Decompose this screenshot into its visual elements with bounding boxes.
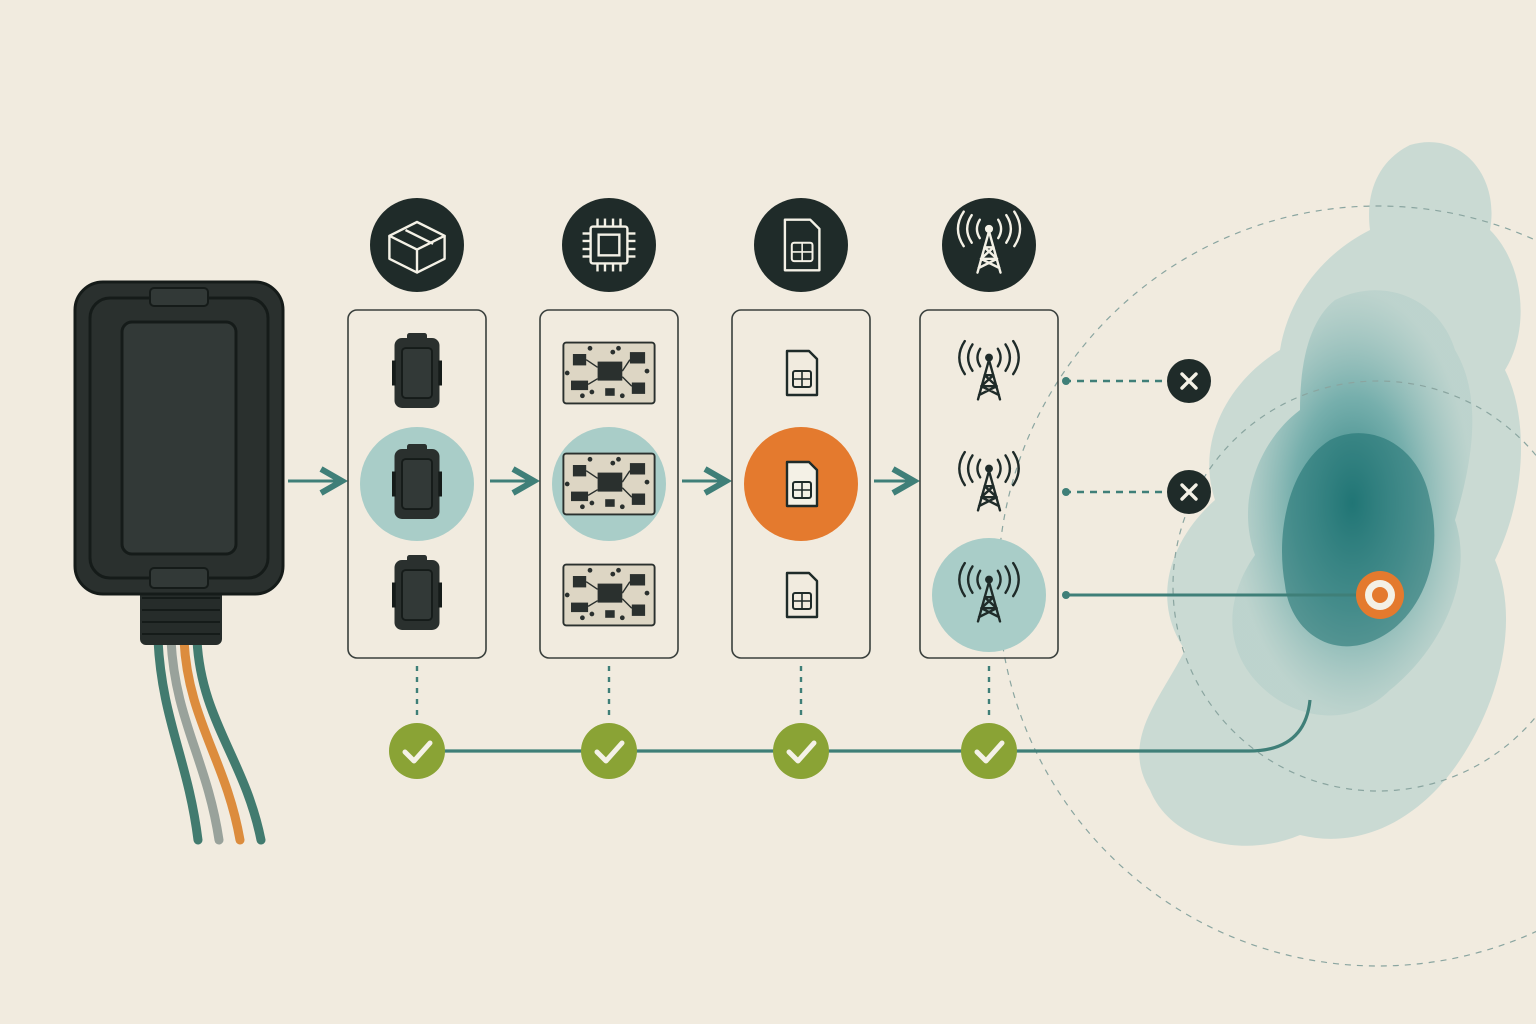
cell-tower-icon xyxy=(942,198,1036,292)
enclosure-icon[interactable] xyxy=(392,555,442,630)
stage-panel-module xyxy=(539,309,679,659)
check-icon xyxy=(389,723,445,779)
validation-line xyxy=(417,699,1312,753)
enclosure-icon[interactable] xyxy=(392,333,442,408)
gps-tracker-device-icon xyxy=(73,280,285,845)
x-icon xyxy=(1167,470,1211,514)
stage-module xyxy=(539,198,679,659)
network-result-rejected xyxy=(1062,359,1211,403)
selected-option-highlight xyxy=(932,538,1046,652)
location-marker-icon xyxy=(1356,571,1404,619)
check-icon xyxy=(581,723,637,779)
sim-card-icon[interactable] xyxy=(785,571,819,619)
chip-icon xyxy=(562,198,656,292)
circuit-board-icon[interactable] xyxy=(562,341,656,405)
coverage-map-icon xyxy=(997,142,1536,967)
sim-card-icon[interactable] xyxy=(744,427,858,541)
stage-panel-enclosure xyxy=(347,309,487,659)
box-icon xyxy=(370,198,464,292)
stage-enclosure xyxy=(347,198,487,659)
network-result-connected xyxy=(1062,571,1404,619)
check-icon xyxy=(961,723,1017,779)
x-icon xyxy=(1167,359,1211,403)
sim-card-icon[interactable] xyxy=(785,349,819,397)
cell-tower-icon[interactable] xyxy=(932,538,1046,652)
stage-sim xyxy=(731,198,871,659)
enclosure-icon[interactable] xyxy=(360,427,474,541)
cell-tower-icon[interactable] xyxy=(958,450,1020,512)
stage-network xyxy=(919,198,1059,659)
sim-card-icon xyxy=(754,198,848,292)
circuit-board-icon[interactable] xyxy=(552,427,666,541)
network-result-rejected xyxy=(1062,470,1211,514)
check-icon xyxy=(773,723,829,779)
circuit-board-icon[interactable] xyxy=(562,563,656,627)
cell-tower-icon[interactable] xyxy=(958,339,1020,401)
stage-panel-network xyxy=(919,309,1059,659)
stage-panel-sim xyxy=(731,309,871,659)
